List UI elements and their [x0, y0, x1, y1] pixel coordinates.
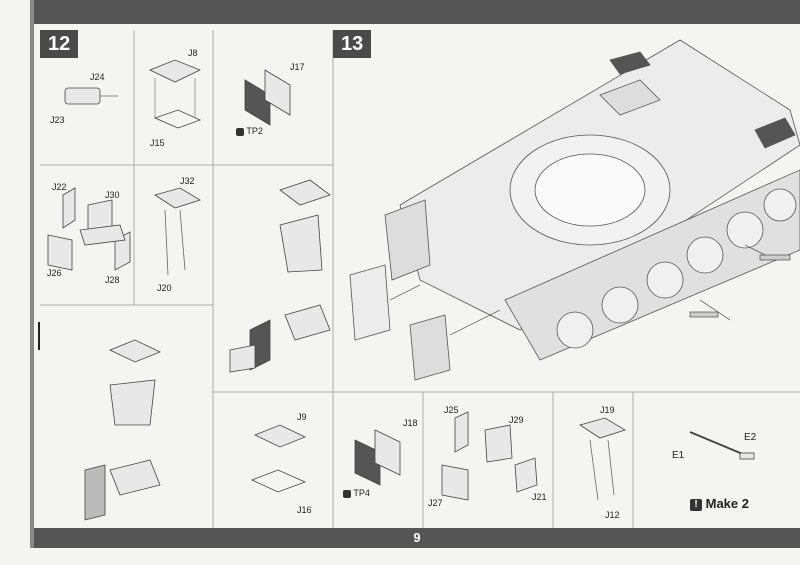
paint-icon-tp4: TP4	[343, 488, 370, 498]
label-j9: J9	[297, 412, 307, 422]
label-j22: J22	[52, 182, 67, 192]
label-j15: J15	[150, 138, 165, 148]
label-e2: E2	[744, 432, 757, 443]
label-e1: E1	[672, 450, 685, 461]
label-j19: J19	[600, 405, 615, 415]
label-j16: J16	[297, 505, 312, 515]
paint-icon-tp2: TP2	[236, 126, 263, 136]
make-2-text: Make 2	[705, 496, 749, 511]
label-j28: J28	[105, 275, 120, 285]
label-j29: J29	[509, 415, 524, 425]
page-number-bar: 9	[34, 528, 800, 548]
margin-mark	[38, 322, 40, 350]
label-j30: J30	[105, 190, 120, 200]
warning-icon: !	[690, 498, 702, 511]
label-j8: J8	[188, 48, 198, 58]
step-number-12: 12	[40, 30, 79, 58]
make-2-note: ! Make 2	[690, 496, 749, 511]
top-header-bar	[30, 0, 800, 24]
label-j20: J20	[157, 283, 172, 293]
label-j12: J12	[605, 510, 620, 520]
left-edge-strip	[30, 0, 34, 548]
label-j24: J24	[90, 72, 105, 82]
label-j21: J21	[532, 492, 547, 502]
paint-icon	[236, 127, 244, 136]
label-j23: J23	[50, 115, 65, 125]
step-number-13: 13	[333, 30, 372, 58]
page-number: 9	[413, 530, 421, 545]
label-tp2: TP2	[246, 126, 263, 136]
label-j27: J27	[428, 498, 443, 508]
label-j18: J18	[403, 418, 418, 428]
label-j26: J26	[47, 268, 62, 278]
label-tp4: TP4	[353, 488, 370, 498]
label-j17: J17	[290, 62, 305, 72]
label-j25: J25	[444, 405, 459, 415]
paint-icon	[343, 489, 351, 498]
label-j32: J32	[180, 176, 195, 186]
